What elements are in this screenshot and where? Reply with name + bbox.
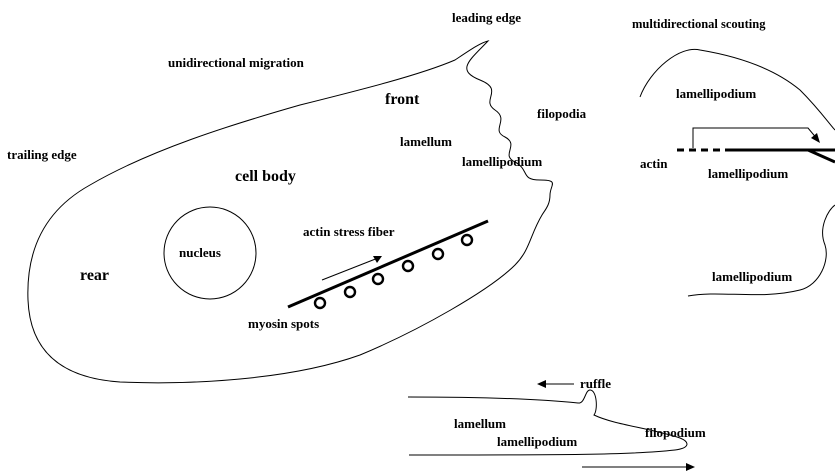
- label-actin-stress-fiber: actin stress fiber: [303, 224, 395, 239]
- cell-outline: [28, 41, 553, 383]
- ruffle-arrow-head: [537, 380, 546, 388]
- label-cell-body: cell body: [235, 168, 296, 185]
- label-multidirectional-scouting: multidirectional scouting: [632, 17, 766, 31]
- myosin-spot: [315, 298, 325, 308]
- label-filopodia: filopodia: [537, 106, 587, 121]
- myosin-spot: [403, 261, 413, 271]
- actin-flow-bracket: [693, 128, 818, 148]
- myosin-spots: [315, 235, 472, 308]
- actin-branch: [808, 150, 835, 162]
- label-rear: rear: [80, 267, 109, 284]
- label-leading-edge: leading edge: [452, 10, 521, 25]
- label-lamellum-bottom: lamellum: [454, 416, 506, 431]
- label-front: front: [385, 91, 420, 108]
- label-unidirectional-migration: unidirectional migration: [168, 55, 305, 70]
- label-lamellipodium-bottom: lamellipodium: [497, 434, 577, 449]
- label-lamellipodium-right-bottom: lamellipodium: [712, 269, 792, 284]
- label-filopodium: filopodium: [645, 425, 706, 440]
- actin-flow-arrow-head: [811, 133, 820, 143]
- label-myosin-spots: myosin spots: [248, 316, 319, 331]
- fiber-direction-arrow: [322, 258, 378, 280]
- label-lamellipodium-cell: lamellipodium: [462, 154, 542, 169]
- label-lamellipodium-right-top: lamellipodium: [676, 86, 756, 101]
- myosin-spot: [373, 274, 383, 284]
- label-ruffle: ruffle: [580, 376, 611, 391]
- myosin-spot: [345, 287, 355, 297]
- label-nucleus: nucleus: [179, 245, 221, 260]
- label-lamellum-top: lamellum: [400, 134, 452, 149]
- myosin-spot: [462, 235, 472, 245]
- label-lamellipodium-right-mid: lamellipodium: [708, 166, 788, 181]
- label-trailing-edge: trailing edge: [7, 147, 77, 162]
- bottom-motion-arrow-head: [686, 463, 695, 471]
- label-actin-right: actin: [640, 156, 668, 171]
- myosin-spot: [433, 249, 443, 259]
